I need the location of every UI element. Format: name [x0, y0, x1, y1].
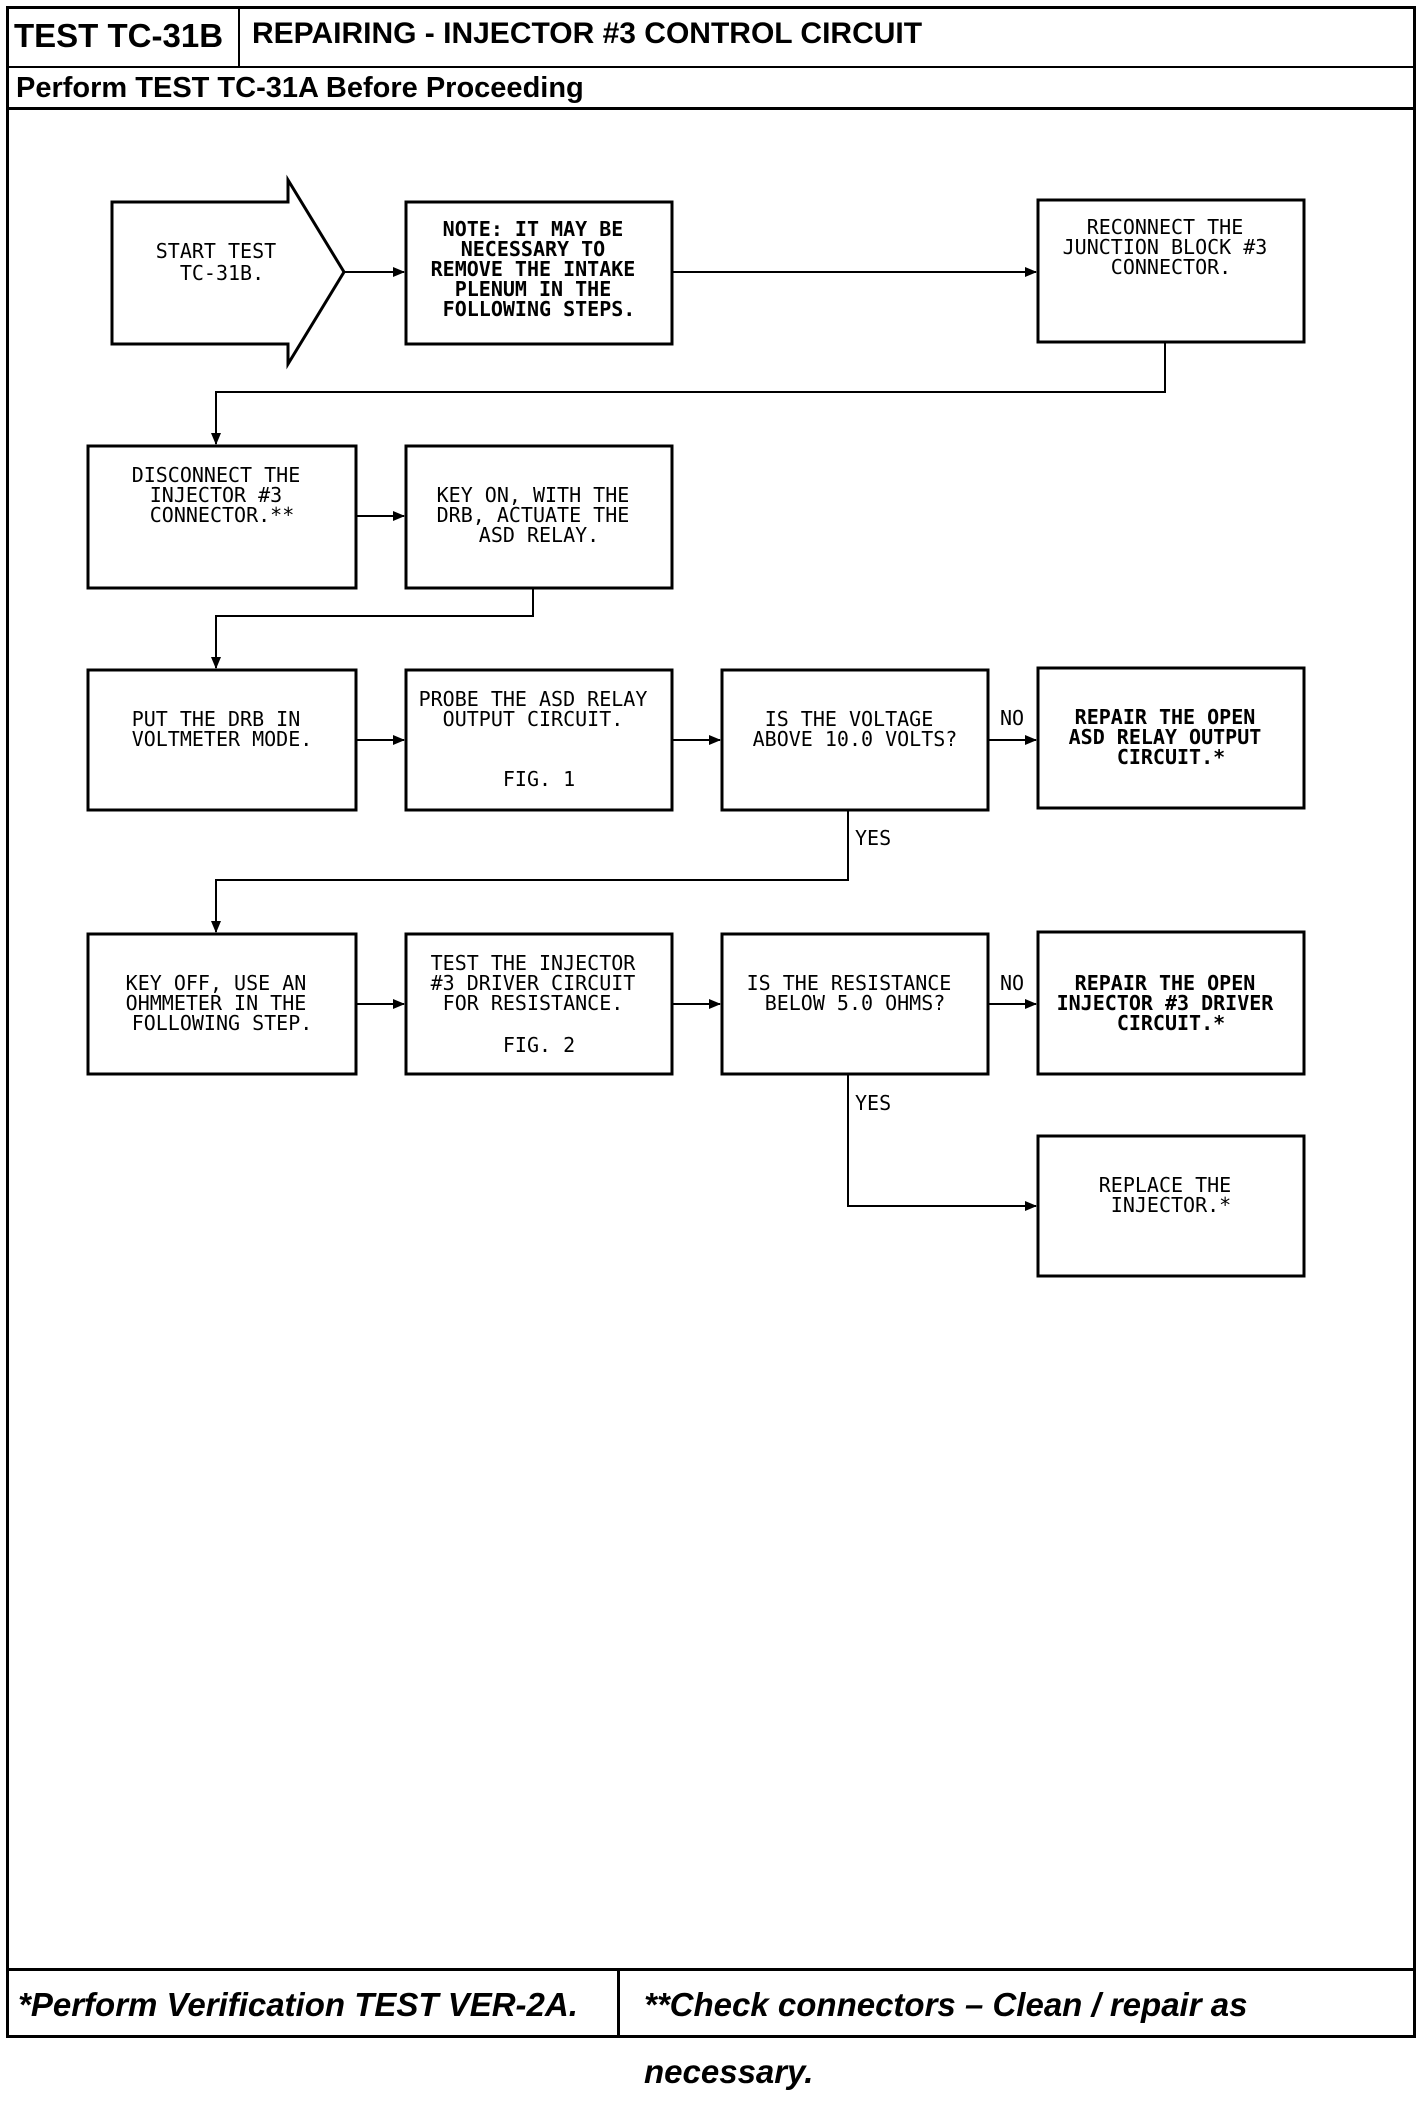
repair-asd-line: ASD RELAY OUTPUT [1069, 725, 1262, 749]
key-on-box [404, 444, 674, 590]
reconnect-box [1036, 198, 1306, 344]
note-line: NOTE: IT MAY BE [443, 217, 624, 241]
start-line: TC-31B. [180, 261, 264, 285]
page-title: REPAIRING - INJECTOR #3 CONTROL CIRCUIT [252, 17, 923, 50]
repair-asd-line: REPAIR THE OPEN [1075, 705, 1256, 729]
drb-mode-line: VOLTMETER MODE. [132, 727, 313, 751]
repair-asd-box [1036, 666, 1306, 810]
key-on-text: KEY ON, WITH THE DRB, ACTUATE THE ASD RE… [437, 483, 642, 547]
flow-line [211, 588, 534, 669]
reconnect-line: JUNCTION BLOCK #3 [1063, 235, 1268, 259]
start-text: START TEST TC-31B. [156, 239, 288, 285]
disconnect-text: DISCONNECT THE INJECTOR #3 CONNECTOR.** [132, 463, 313, 527]
no-label: NO [1000, 706, 1024, 730]
key-off-line: KEY OFF, USE AN [126, 971, 307, 995]
replace-line: REPLACE THE [1099, 1173, 1231, 1197]
voltage-line: IS THE VOLTAGE [765, 707, 934, 731]
probe-text: PROBE THE ASD RELAY OUTPUT CIRCUIT. FIG.… [419, 687, 660, 791]
replace-text: REPLACE THE INJECTOR.* [1099, 1173, 1244, 1217]
start-arrow-shape [110, 174, 346, 370]
key-off-line: FOLLOWING STEP. [132, 1011, 313, 1035]
no-label: NO [1000, 971, 1024, 995]
footnote-verification: *Perform Verification TEST VER-2A. [6, 1971, 620, 2038]
flow-line [211, 810, 849, 933]
test-code: TEST TC-31B [6, 6, 240, 66]
header: TEST TC-31B REPAIRING - INJECTOR #3 CONT… [6, 6, 1416, 68]
voltage-question: IS THE VOLTAGE ABOVE 10.0 VOLTS? [753, 707, 958, 751]
probe-fig: FIG. 1 [503, 767, 575, 791]
page-frame [6, 6, 1416, 2038]
disconnect-line: CONNECTOR.** [150, 503, 295, 527]
reconnect-text: RECONNECT THE JUNCTION BLOCK #3 CONNECTO… [1063, 215, 1280, 279]
repair-driver-line: INJECTOR #3 DRIVER [1057, 991, 1275, 1015]
resistance-question: IS THE RESISTANCE BELOW 5.0 OHMS? [747, 971, 964, 1015]
disconnect-line: INJECTOR #3 [150, 483, 282, 507]
key-off-text: KEY OFF, USE AN OHMMETER IN THE FOLLOWIN… [126, 971, 319, 1035]
note-line: NECESSARY TO [461, 237, 606, 261]
resistance-line: IS THE RESISTANCE [747, 971, 952, 995]
note-text: NOTE: IT MAY BE NECESSARY TO REMOVE THE … [431, 217, 648, 321]
flowchart: NO YES NO YES START TEST TC-31B. NOTE: I… [86, 174, 1306, 1278]
prerequisite-note: Perform TEST TC-31A Before Proceeding [6, 68, 1416, 110]
key-on-line: DRB, ACTUATE THE [437, 503, 630, 527]
repair-driver-box [1036, 930, 1306, 1076]
key-on-line: ASD RELAY. [479, 523, 599, 547]
flow-line [211, 342, 1166, 445]
disconnect-line: DISCONNECT THE [132, 463, 301, 487]
replace-line: INJECTOR.* [1111, 1193, 1231, 1217]
key-on-line: KEY ON, WITH THE [437, 483, 630, 507]
probe-line: OUTPUT CIRCUIT. [443, 707, 624, 731]
reconnect-line: RECONNECT THE [1087, 215, 1244, 239]
note-line: PLENUM IN THE [455, 277, 612, 301]
footnote-connectors: **Check connectors – Clean / repair as n… [644, 1986, 1248, 2090]
drb-mode-text: PUT THE DRB IN VOLTMETER MODE. [132, 707, 313, 751]
yes-label: YES [855, 826, 891, 850]
voltage-line: ABOVE 10.0 VOLTS? [753, 727, 958, 751]
reconnect-line: CONNECTOR. [1111, 255, 1231, 279]
repair-asd-text: REPAIR THE OPEN ASD RELAY OUTPUT CIRCUIT… [1069, 705, 1274, 769]
footer: *Perform Verification TEST VER-2A. **Che… [6, 1968, 1416, 2090]
replace-box [1036, 1134, 1306, 1278]
note-line: FOLLOWING STEPS. [443, 297, 636, 321]
repair-driver-line: CIRCUIT.* [1117, 1011, 1225, 1035]
test-driver-text: TEST THE INJECTOR #3 DRIVER CIRCUIT FOR … [431, 951, 648, 1057]
probe-line: PROBE THE ASD RELAY [419, 687, 648, 711]
test-driver-line: FOR RESISTANCE. [443, 991, 624, 1015]
key-off-line: OHMMETER IN THE [126, 991, 307, 1015]
repair-asd-line: CIRCUIT.* [1117, 745, 1225, 769]
repair-driver-text: REPAIR THE OPEN INJECTOR #3 DRIVER CIRCU… [1057, 971, 1286, 1035]
test-driver-line: TEST THE INJECTOR [431, 951, 637, 975]
test-driver-fig: FIG. 2 [503, 1033, 575, 1057]
test-driver-line: #3 DRIVER CIRCUIT [431, 971, 636, 995]
resistance-line: BELOW 5.0 OHMS? [765, 991, 946, 1015]
yes-label: YES [855, 1091, 891, 1115]
start-line: START TEST [156, 239, 276, 263]
flow-line [847, 1074, 1037, 1211]
drb-mode-line: PUT THE DRB IN [132, 707, 301, 731]
repair-driver-line: REPAIR THE OPEN [1075, 971, 1256, 995]
note-line: REMOVE THE INTAKE [431, 257, 636, 281]
